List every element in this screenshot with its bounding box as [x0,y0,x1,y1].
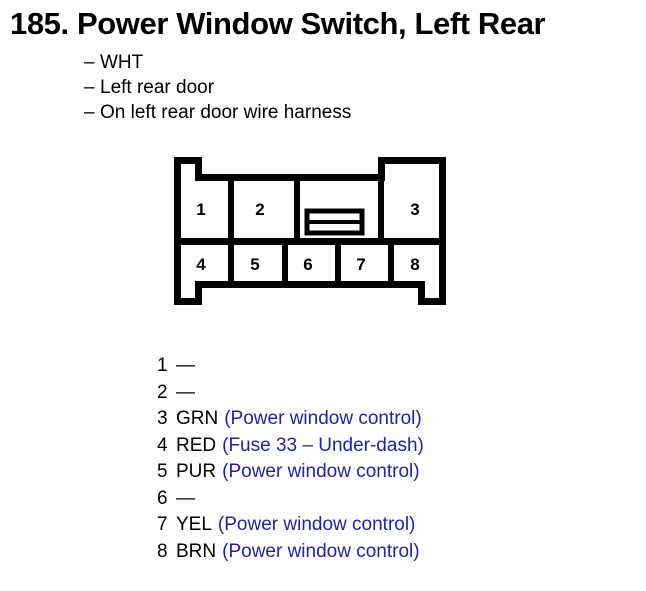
pin-number-3: 3 [410,200,419,219]
pin-legend-color: BRN [176,540,217,562]
pin-legend-color: — [176,381,195,403]
attribute-item: – Left rear door [84,75,351,100]
pin-legend-index: 3 [157,408,168,429]
pin-legend-color: GRN [176,408,219,429]
dash-bullet-icon: – [84,52,95,73]
pin-legend-row: 7 YEL (Power window control) [157,512,424,539]
pin-legend-row: 5 PUR (Power window control) [157,459,424,486]
connector-final: 1 2 3 4 5 6 7 8 [172,155,448,307]
pin-legend-list: 1 — 2 — 3 GRN (Power window control) 4 R… [157,353,424,565]
pin-number-8: 8 [410,255,419,274]
pin-legend-row: 4 RED (Fuse 33 – Under-dash) [157,433,424,460]
pin-legend-row: 2 — [157,380,424,407]
attribute-item: – On left rear door wire harness [84,100,351,125]
pin-legend-row: 3 GRN (Power window control) [157,406,424,433]
pin-legend-description: (Power window control) [222,461,420,482]
attribute-list: – WHT – Left rear door – On left rear do… [84,50,351,125]
connector-latch-tab [304,208,365,236]
pin-legend-row: 6 — [157,486,424,513]
pin-legend-description: (Power window control) [217,514,416,535]
pin-legend-description: (Fuse 33 – Under-dash) [222,434,424,456]
pin-number-5: 5 [250,255,259,274]
pin-legend-row: 8 BRN (Power window control) [157,539,424,566]
pin-legend-index: 7 [157,514,168,535]
pin-legend-index: 2 [157,381,168,403]
pin-legend-index: 5 [157,461,168,482]
pin-number-7: 7 [356,255,365,274]
pin-legend-color: YEL [176,514,212,535]
pin-legend-description: (Power window control) [222,540,420,562]
pin-number-4: 4 [196,255,206,274]
page-title: 185. Power Window Switch, Left Rear [10,6,546,41]
attribute-item: – WHT [84,50,351,75]
attribute-label: Left rear door [100,77,215,98]
attribute-label: On left rear door wire harness [100,102,352,123]
pin-legend-description: (Power window control) [224,408,422,429]
connector-diagram: 1 2 3 4 5 6 7 8 [172,155,448,307]
attribute-label: WHT [100,52,144,73]
pin-legend-index: 8 [157,540,168,562]
pin-legend-color: RED [176,434,217,456]
pin-legend-index: 6 [157,487,168,509]
dash-bullet-icon: – [84,77,95,98]
pin-number-2: 2 [255,200,264,219]
pin-legend-color: — [176,355,195,376]
pin-number-6: 6 [303,255,312,274]
pin-legend-index: 4 [157,434,168,456]
dash-bullet-icon: – [84,102,95,123]
pin-legend-index: 1 [157,355,168,376]
pin-legend-color: PUR [176,461,217,482]
pin-legend-color: — [176,487,195,509]
pin-legend-row: 1 — [157,353,424,380]
pin-number-1: 1 [196,200,205,219]
